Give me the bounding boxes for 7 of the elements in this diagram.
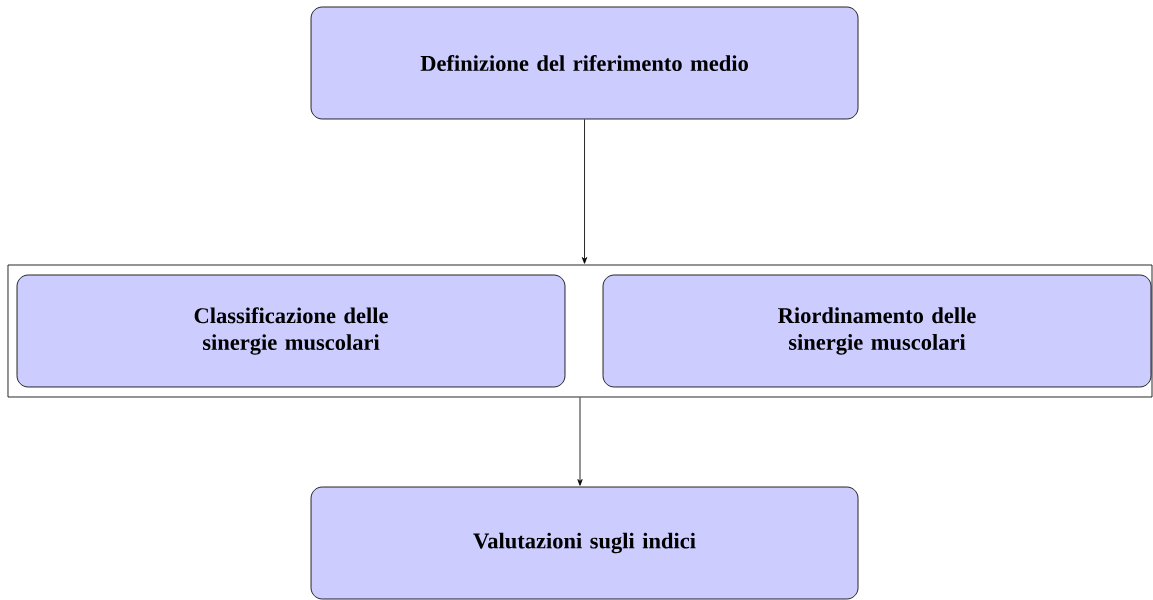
- process-box: Valutazioni sugli indici: [310, 486, 859, 600]
- arrow: [577, 397, 583, 486]
- process-box: Definizione del riferimento medio: [310, 6, 859, 120]
- process-box: Riordinamento delle sinergie muscolari: [602, 274, 1152, 388]
- process-box: Classificazione delle sinergie muscolari: [16, 274, 566, 388]
- group-box: [7, 264, 1153, 398]
- arrow: [581, 119, 588, 264]
